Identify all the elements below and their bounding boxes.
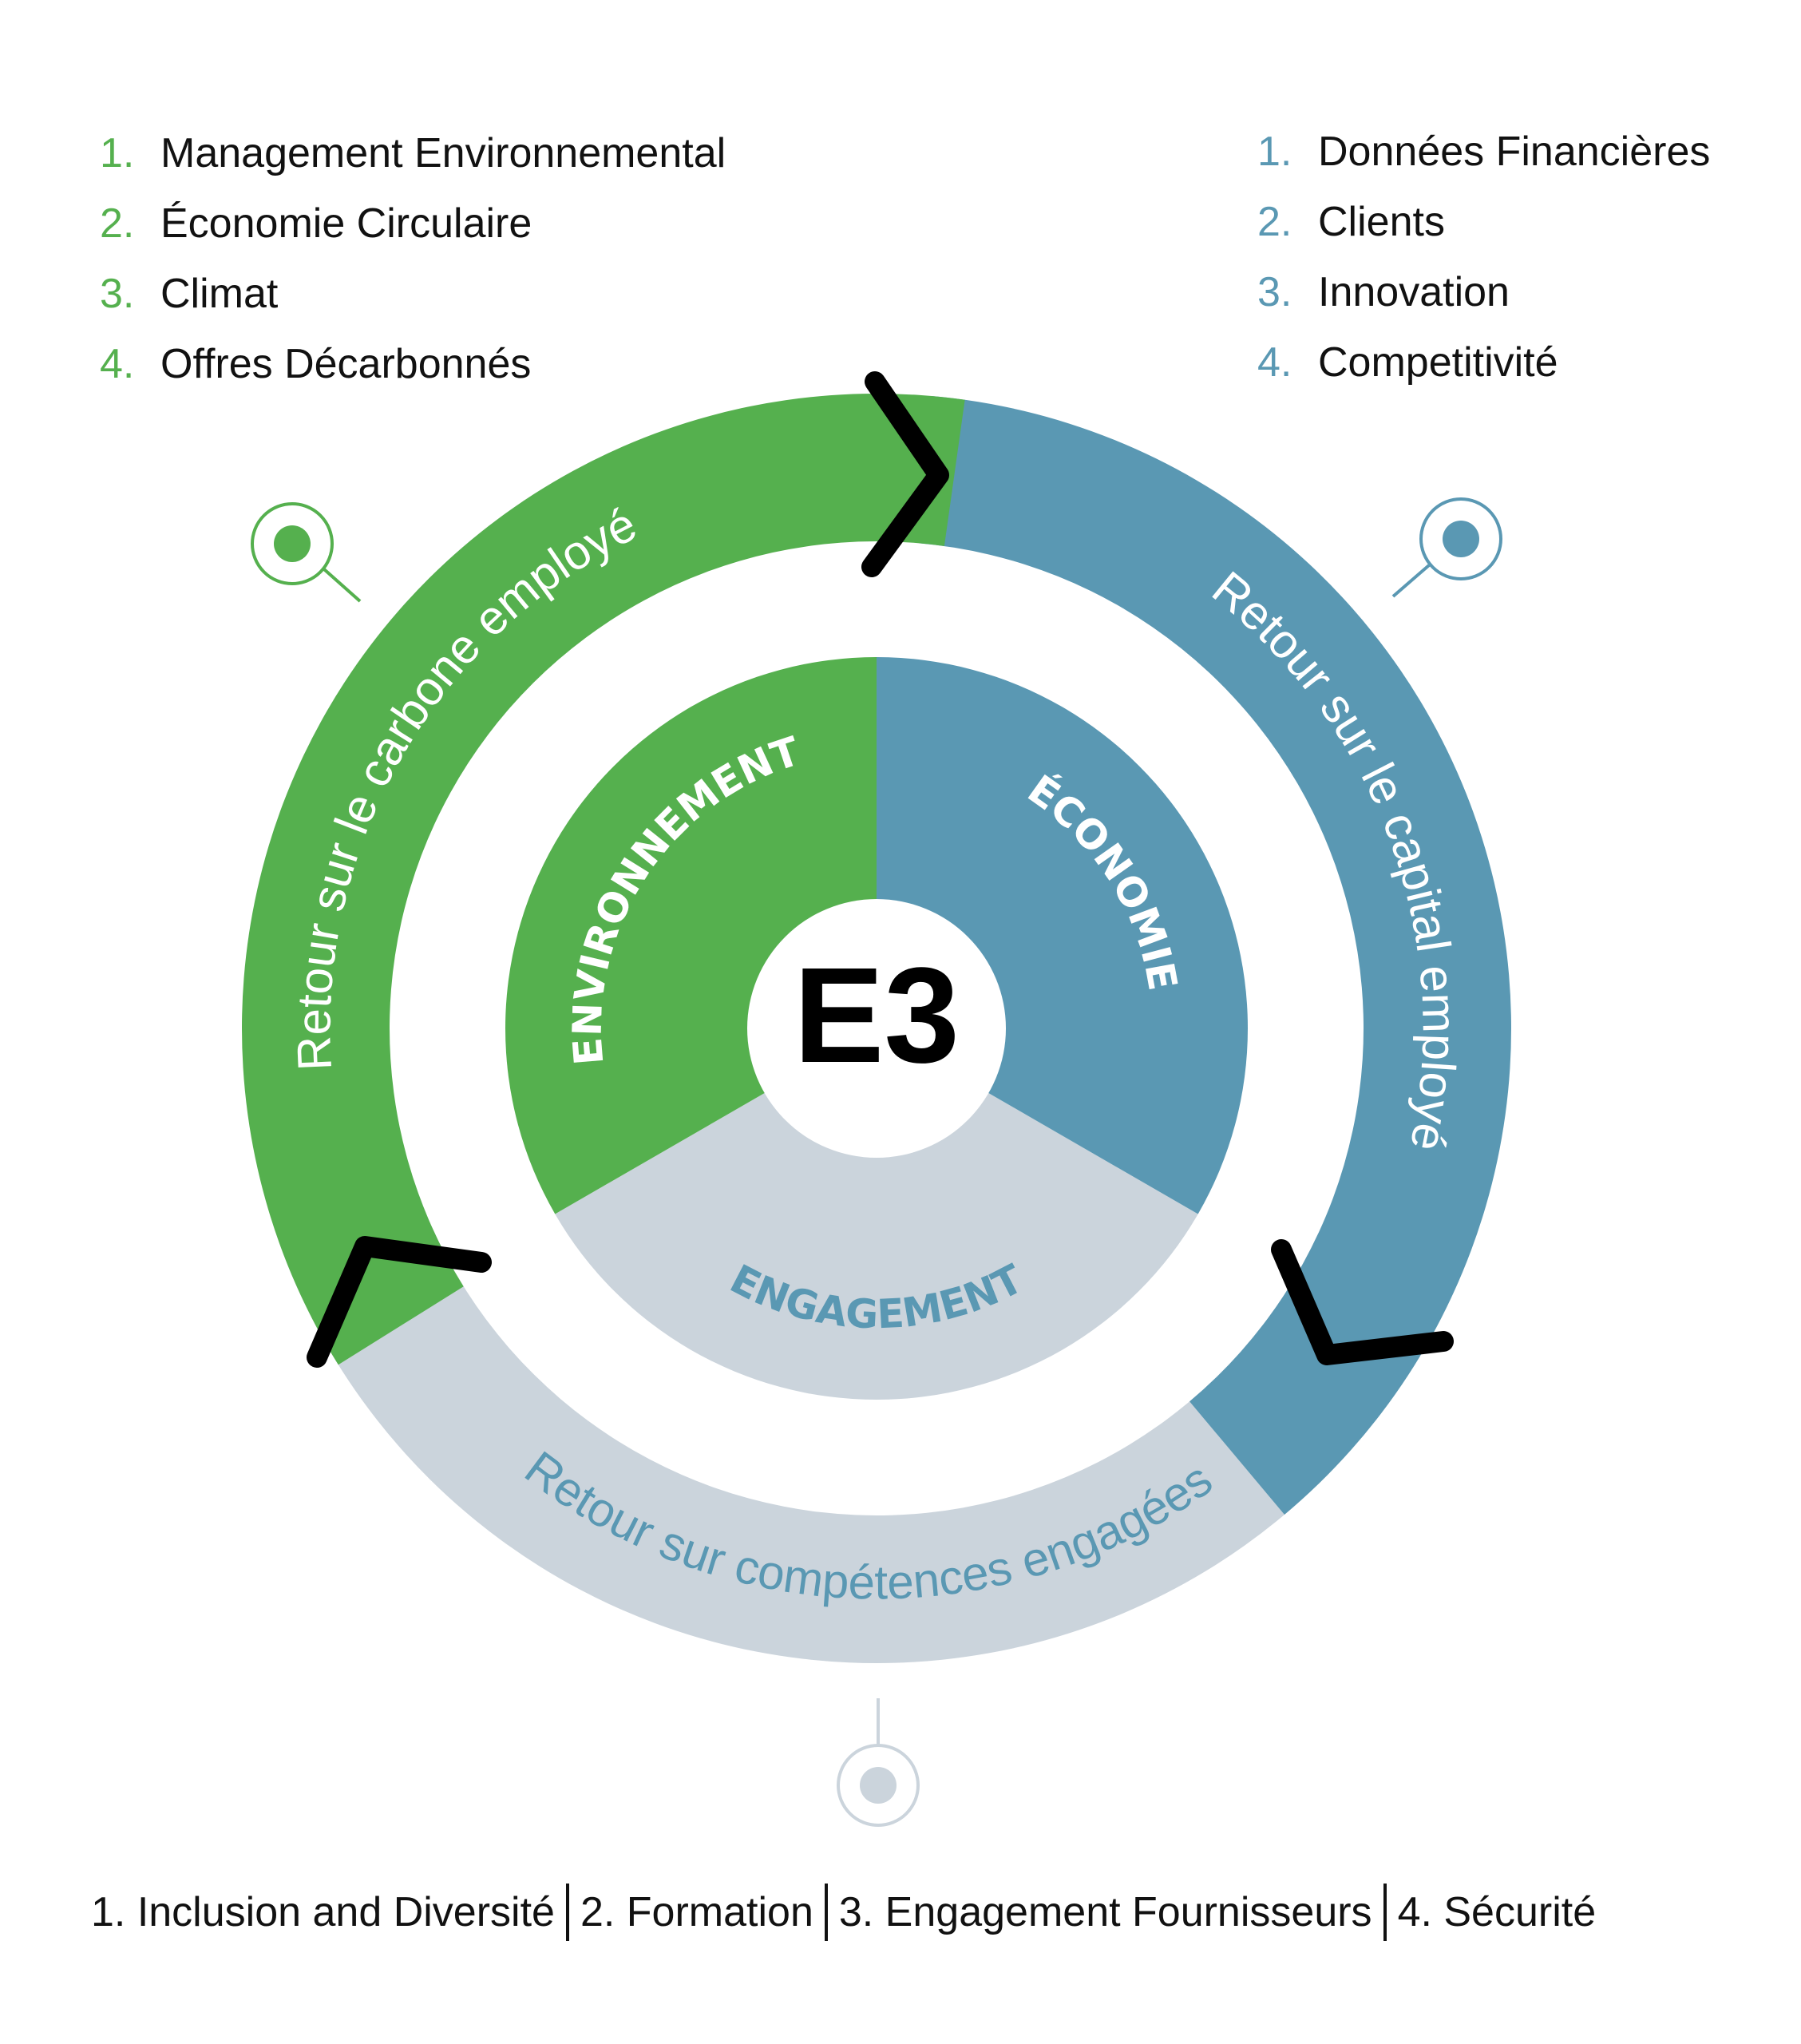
- engagement-pie-slice: [555, 1028, 1198, 1400]
- environment-target-pin-icon: [251, 502, 362, 603]
- engagement-ring-segment: [279, 1194, 1452, 1663]
- center-circle: [747, 899, 1006, 1158]
- engagement-target-pin-icon: [837, 1698, 920, 1827]
- list-number: 2.: [100, 200, 135, 247]
- list-item: 2. Clients: [1257, 187, 1710, 257]
- economy-target-pin-icon: [1391, 497, 1502, 598]
- list-item: 1. Inclusion and Diversité: [91, 1889, 555, 1935]
- divider: [1383, 1884, 1387, 1941]
- environment-ring-segment: [242, 393, 965, 1365]
- list-item: 3. Innovation: [1257, 257, 1710, 327]
- chevron-right-icon: [861, 371, 949, 577]
- divider: [824, 1884, 828, 1941]
- list-item: 2. Formation: [580, 1889, 813, 1935]
- divider: [565, 1884, 569, 1941]
- list-item: 4. Competitivité: [1257, 327, 1710, 398]
- list-number: 1.: [1257, 129, 1292, 175]
- center-label: E3: [794, 940, 960, 1091]
- economy-ring-segment: [919, 396, 1511, 1515]
- list-item: 4. Offres Décarbonnés: [100, 329, 726, 399]
- list-item: 3. Engagement Fournisseurs: [838, 1889, 1372, 1935]
- list-number: 2.: [1257, 199, 1292, 245]
- list-label: Offres Décarbonnés: [160, 341, 532, 387]
- economy-list: 1. Données Financières 2. Clients 3. Innova…: [1257, 117, 1710, 398]
- list-number: 3.: [1257, 269, 1292, 315]
- list-number: 4.: [100, 341, 135, 387]
- environment-list: 1. Management Environnemental 2. Économie …: [100, 118, 726, 399]
- list-label: Climat: [160, 271, 279, 317]
- list-number: 4.: [1257, 339, 1292, 386]
- list-item: 2. Économie Circulaire: [100, 188, 726, 259]
- list-label: Management Environnemental: [160, 130, 726, 176]
- list-label: Innovation: [1318, 269, 1510, 315]
- list-label: Competitivité: [1318, 339, 1558, 386]
- list-item: 4. Sécurité: [1397, 1889, 1597, 1935]
- list-label: Clients: [1318, 199, 1445, 245]
- list-label: Économie Circulaire: [160, 200, 532, 247]
- list-number: 3.: [100, 271, 135, 317]
- engagement-list: 1. Inclusion and Diversité 2. Formation …: [80, 1876, 1607, 1948]
- list-item: 3. Climat: [100, 259, 726, 329]
- list-label: Données Financières: [1318, 129, 1711, 175]
- list-item: 1. Données Financières: [1257, 117, 1710, 187]
- chevron-up-icon: [307, 1236, 492, 1368]
- chevron-down-icon: [1271, 1239, 1454, 1365]
- list-number: 1.: [100, 130, 135, 176]
- list-item: 1. Management Environnemental: [100, 118, 726, 188]
